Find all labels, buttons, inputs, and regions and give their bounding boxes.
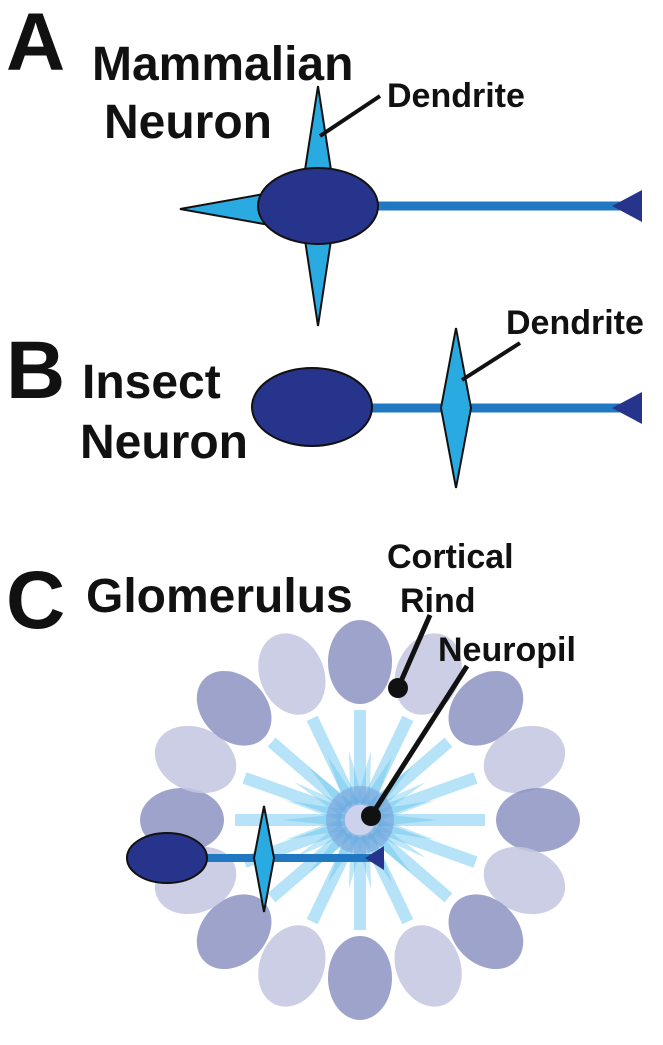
panel-a-title-line2: Neuron bbox=[104, 96, 272, 149]
neuropil-spike bbox=[348, 750, 365, 805]
mammalian-soma bbox=[257, 167, 379, 245]
panel-c-title: Glomerulus bbox=[86, 570, 353, 623]
rind-ellipse bbox=[196, 670, 272, 746]
rind-ellipse bbox=[483, 725, 566, 794]
rind-ellipse bbox=[394, 925, 462, 1007]
rind-ellipse bbox=[196, 894, 272, 970]
rind-pointer-line bbox=[395, 613, 433, 690]
spoke bbox=[371, 820, 478, 868]
neuropil-spike bbox=[294, 823, 348, 858]
glomerulus-spokes bbox=[235, 710, 485, 930]
insect-axon-terminal bbox=[612, 392, 642, 424]
neuropil-spike bbox=[282, 813, 342, 827]
insect-dendrite-pointer bbox=[460, 341, 522, 382]
mammalian-dendrite-pointer bbox=[318, 94, 382, 138]
neuropil-spike bbox=[376, 800, 435, 822]
neuropil-spike bbox=[355, 835, 372, 890]
rind-ellipse bbox=[258, 633, 326, 715]
rind-ellipse bbox=[448, 894, 524, 970]
panel-a-letter: A bbox=[6, 0, 65, 88]
cortical-rind bbox=[140, 620, 580, 1020]
mammalian-axon-terminal bbox=[612, 190, 642, 222]
glomerulus-neuron-soma bbox=[126, 832, 208, 884]
panel-b-callout: Dendrite bbox=[506, 304, 644, 342]
neuropil-spike bbox=[308, 767, 353, 812]
callout-neuropil: Neuropil bbox=[438, 631, 576, 669]
spoke bbox=[360, 831, 414, 925]
spoke bbox=[267, 737, 354, 814]
glomerulus-neuron-terminal bbox=[365, 846, 384, 870]
neuropil-spike bbox=[285, 818, 344, 840]
neuropil-spike bbox=[372, 823, 426, 858]
panel-b: B Insect Neuron Dendrite bbox=[6, 304, 644, 489]
neuropil-spike bbox=[372, 782, 426, 817]
panel-a: A Mammalian Neuron Dendrite bbox=[6, 0, 642, 327]
spoke bbox=[371, 772, 478, 820]
panel-b-title-line2: Neuron bbox=[80, 416, 248, 469]
insect-soma bbox=[251, 367, 373, 447]
rind-ellipse bbox=[328, 620, 392, 704]
panel-c: C Glomerulus Cortical Rind Neuropil bbox=[6, 538, 580, 1020]
neuropil-spike bbox=[285, 800, 344, 822]
rind-ellipse bbox=[258, 925, 326, 1007]
insect-dendrite bbox=[439, 327, 473, 489]
neuropil-spike bbox=[376, 818, 435, 840]
rind-ellipse bbox=[496, 788, 580, 852]
glomerulus-neuron-dendrite bbox=[252, 805, 276, 913]
neuropil-spike bbox=[378, 813, 438, 827]
spoke bbox=[366, 826, 453, 903]
panel-b-letter: B bbox=[6, 325, 65, 416]
rind-ellipse bbox=[154, 725, 237, 794]
mammalian-dendrite-bottom bbox=[303, 239, 333, 327]
spoke bbox=[306, 831, 360, 925]
panel-c-letter: C bbox=[6, 555, 65, 646]
neuropil-spike bbox=[361, 756, 393, 808]
neuropil-spike bbox=[327, 756, 359, 808]
panel-a-title-line1: Mammalian bbox=[92, 38, 353, 91]
rind-ellipse bbox=[448, 670, 524, 746]
rind-ellipse bbox=[328, 936, 392, 1020]
neuropil-spike bbox=[294, 782, 348, 817]
mammalian-dendrite-top bbox=[303, 85, 333, 171]
neuropil-pointer-line bbox=[368, 664, 470, 818]
callout-rind-line2: Rind bbox=[400, 582, 476, 620]
callout-rind-line1: Cortical bbox=[387, 538, 514, 576]
spoke bbox=[360, 715, 414, 809]
spoke bbox=[242, 772, 349, 820]
neuropil-spike bbox=[367, 828, 412, 873]
neuropil-spike bbox=[355, 750, 372, 805]
spoke bbox=[306, 715, 360, 809]
rind-ellipse bbox=[483, 846, 566, 915]
panel-b-title-line1: Insect bbox=[82, 356, 221, 409]
mammalian-dendrite-left bbox=[179, 192, 265, 226]
panel-a-callout: Dendrite bbox=[387, 77, 525, 115]
neuropil-spike bbox=[348, 835, 365, 890]
spoke bbox=[267, 826, 354, 903]
